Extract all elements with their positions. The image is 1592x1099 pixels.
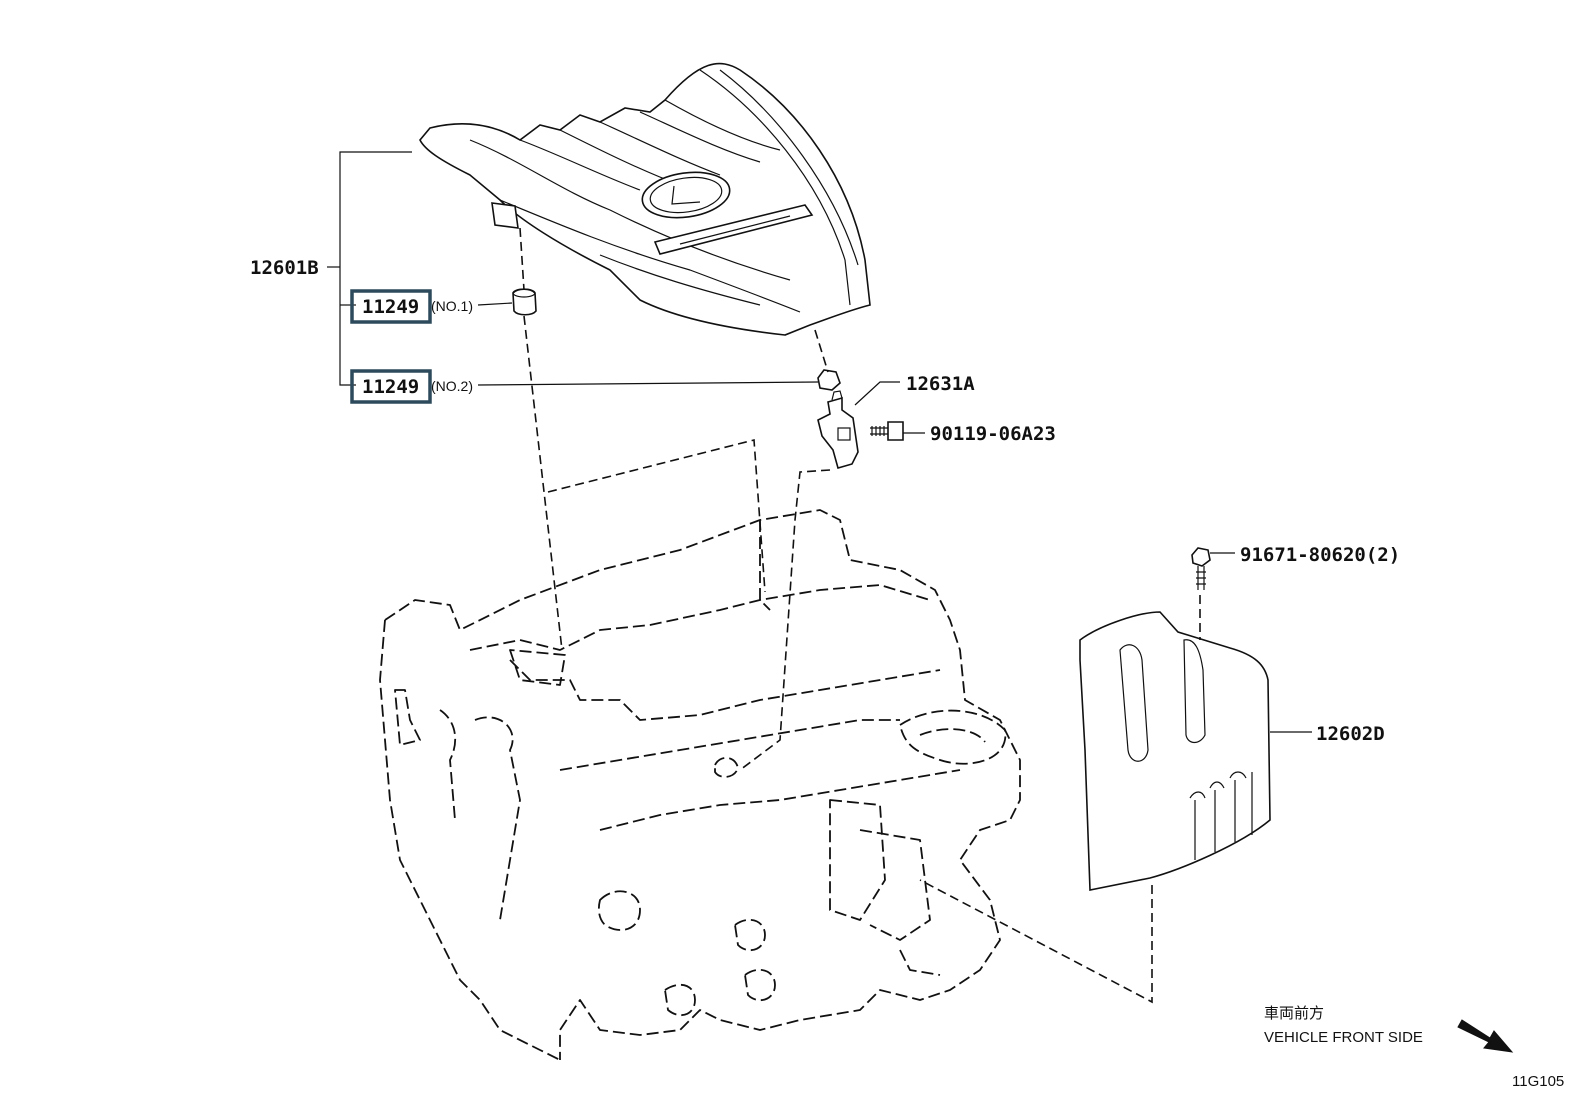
label-12601b[interactable]: 12601B: [250, 257, 319, 279]
label-11249-no1[interactable]: 11249: [362, 296, 419, 318]
cushion-no2[interactable]: [817, 369, 841, 391]
cushion-no1[interactable]: [512, 288, 537, 316]
label-12631a[interactable]: 12631A: [906, 373, 975, 395]
side-cover-12602d[interactable]: [1079, 611, 1271, 891]
direction-arrow-icon: [1457, 1019, 1514, 1053]
direction-label-jp: 車両前方: [1264, 1005, 1324, 1022]
bracket-12631a[interactable]: [817, 390, 859, 469]
bolt-91671[interactable]: [1191, 547, 1211, 590]
label-no1-suffix: (NO.1): [431, 298, 473, 314]
part-labels: 12601B 11249 (NO.1) 11249 (NO.2) 12631A …: [250, 257, 1400, 745]
highlight-box-cushion-no2: [350, 369, 432, 404]
bolt-90119[interactable]: [870, 421, 904, 441]
engine-cover[interactable]: [419, 62, 871, 336]
label-no2-suffix: (NO.2): [431, 378, 473, 394]
direction-label-en: VEHICLE FRONT SIDE: [1264, 1029, 1423, 1046]
vehicle-front-indicator: 車両前方 VEHICLE FRONT SIDE: [1264, 1005, 1514, 1053]
label-11249-no2[interactable]: 11249: [362, 376, 419, 398]
engine-block: [379, 509, 1021, 1061]
label-12602d[interactable]: 12602D: [1316, 723, 1385, 745]
assembly-lines: [519, 227, 1201, 1004]
label-90119-06a23[interactable]: 90119-06A23: [930, 423, 1056, 445]
figure-id: 11G105: [1512, 1073, 1564, 1090]
callout-leaders: [327, 151, 1312, 733]
label-91671-80620[interactable]: 91671-80620(2): [1240, 544, 1400, 566]
highlight-box-cushion-no1: [350, 289, 432, 324]
